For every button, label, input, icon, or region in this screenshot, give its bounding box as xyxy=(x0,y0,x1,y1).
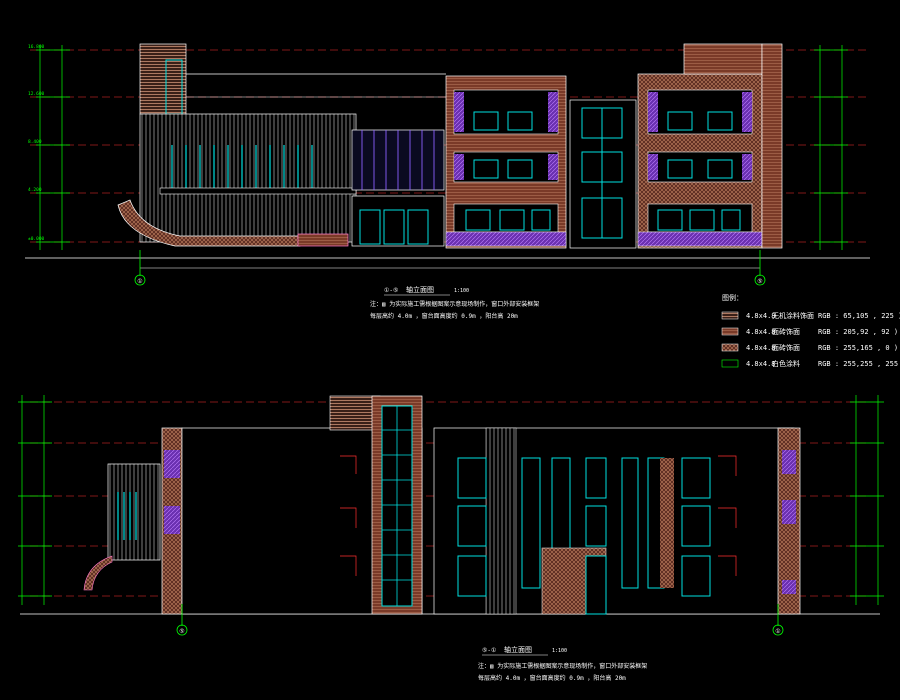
legend-name: 面砖饰面 xyxy=(772,343,800,352)
level-tags: ±0.000 4.200 8.400 12.600 16.800 xyxy=(28,44,45,242)
legend-swatch xyxy=(721,311,739,320)
bottom-note-2: 每层高约 4.0m ，窗台面高度约 0.9m ，阳台高 20m xyxy=(478,674,626,682)
level-tag: ±0.000 xyxy=(28,236,45,242)
top-scale: 1:100 xyxy=(454,288,469,294)
legend-title: 图例： xyxy=(722,293,743,302)
top-right-dimensions xyxy=(814,45,848,250)
legend-name: 无机涂料饰面 xyxy=(772,311,814,320)
legend: 图例： 4.8x4.8 无机涂料饰面 RGB : 65,105 , 225 ) … xyxy=(721,293,900,368)
level-tag: 8.400 xyxy=(28,139,42,145)
top-axis-left-label: ① xyxy=(137,278,142,285)
bottom-axis-left-label: ⑤ xyxy=(179,628,184,635)
legend-rgb: RGB : 205,92 , 92 ) xyxy=(818,328,898,336)
top-axis-right-label: ⑤ xyxy=(757,278,762,285)
level-tag: 4.200 xyxy=(28,187,42,193)
bottom-left-dimensions xyxy=(18,395,52,605)
legend-code: 4.8x4.8 xyxy=(746,360,776,368)
top-left-dimensions xyxy=(36,45,70,250)
bottom-note-1: 注：▨ 为实际施工需根据图案示意现场制作，窗口外部安装框架 xyxy=(478,662,647,670)
legend-name: 面砖饰面 xyxy=(772,327,800,336)
bottom-cladding xyxy=(107,463,161,561)
bottom-axis-right-label: ① xyxy=(775,628,780,635)
top-note-2: 每层高约 4.0m ，窗台面高度约 0.9m ，阳台高 20m xyxy=(370,312,518,320)
legend-item: 4.8x4.8 无机涂料饰面 RGB : 65,105 , 225 ) xyxy=(721,311,900,320)
top-left-tower xyxy=(139,43,187,115)
bottom-scale: 1:100 xyxy=(552,648,567,654)
bottom-axis-bubbles xyxy=(176,604,784,636)
bottom-title-number: ⑤-① xyxy=(482,647,496,654)
level-tag: 12.600 xyxy=(28,91,45,97)
top-stair-block xyxy=(569,99,637,249)
legend-code: 4.8x4.8 xyxy=(746,328,776,336)
top-note-1: 注：▨ 为实际施工需根据图案示意现场制作，窗口外部安装框架 xyxy=(370,300,539,308)
bottom-title: 轴立面图 xyxy=(504,645,532,654)
legend-name: 白色涂料 xyxy=(772,359,800,368)
bottom-spiral-stair xyxy=(83,555,113,591)
top-axis-bubbles xyxy=(134,250,766,286)
legend-rgb: RGB : 65,105 , 225 ) xyxy=(818,312,900,320)
legend-code: 4.8x4.8 xyxy=(746,312,776,320)
top-title-number: ①-⑤ xyxy=(384,287,398,294)
top-cladding-windows xyxy=(171,145,313,188)
legend-item: 4.8x4.8 白色涂料 RGB : 255,255 , 255 ) xyxy=(721,359,900,368)
legend-rgb: RGB : 255,255 , 255 ) xyxy=(818,360,900,368)
legend-swatch xyxy=(721,327,739,336)
level-tag: 16.800 xyxy=(28,44,45,50)
legend-code: 4.8x4.8 xyxy=(746,344,776,352)
top-elevation: ① ⑤ ①-⑤ 轴立面图 1:100 注：▨ 为实际施工需根据图案示意现场制作，… xyxy=(25,43,870,320)
top-title: 轴立面图 xyxy=(406,285,434,294)
top-cladding-block xyxy=(139,113,357,243)
legend-swatch xyxy=(721,343,739,352)
bottom-right-dimensions xyxy=(850,395,884,605)
legend-swatch xyxy=(721,359,739,368)
bottom-window-columns xyxy=(457,457,711,597)
bottom-elevation: ⑤ ① ⑤-① 轴立面图 1:100 注：▨ 为实际施工需根据图案示意现场制作，… xyxy=(18,395,884,682)
top-right-column xyxy=(761,43,783,249)
legend-rgb: RGB : 255,165 , 0 ) xyxy=(818,344,898,352)
legend-item: 4.8x4.8 面砖饰面 RGB : 255,165 , 0 ) xyxy=(721,343,898,352)
legend-item: 4.8x4.8 面砖饰面 RGB : 205,92 , 92 ) xyxy=(721,327,898,336)
